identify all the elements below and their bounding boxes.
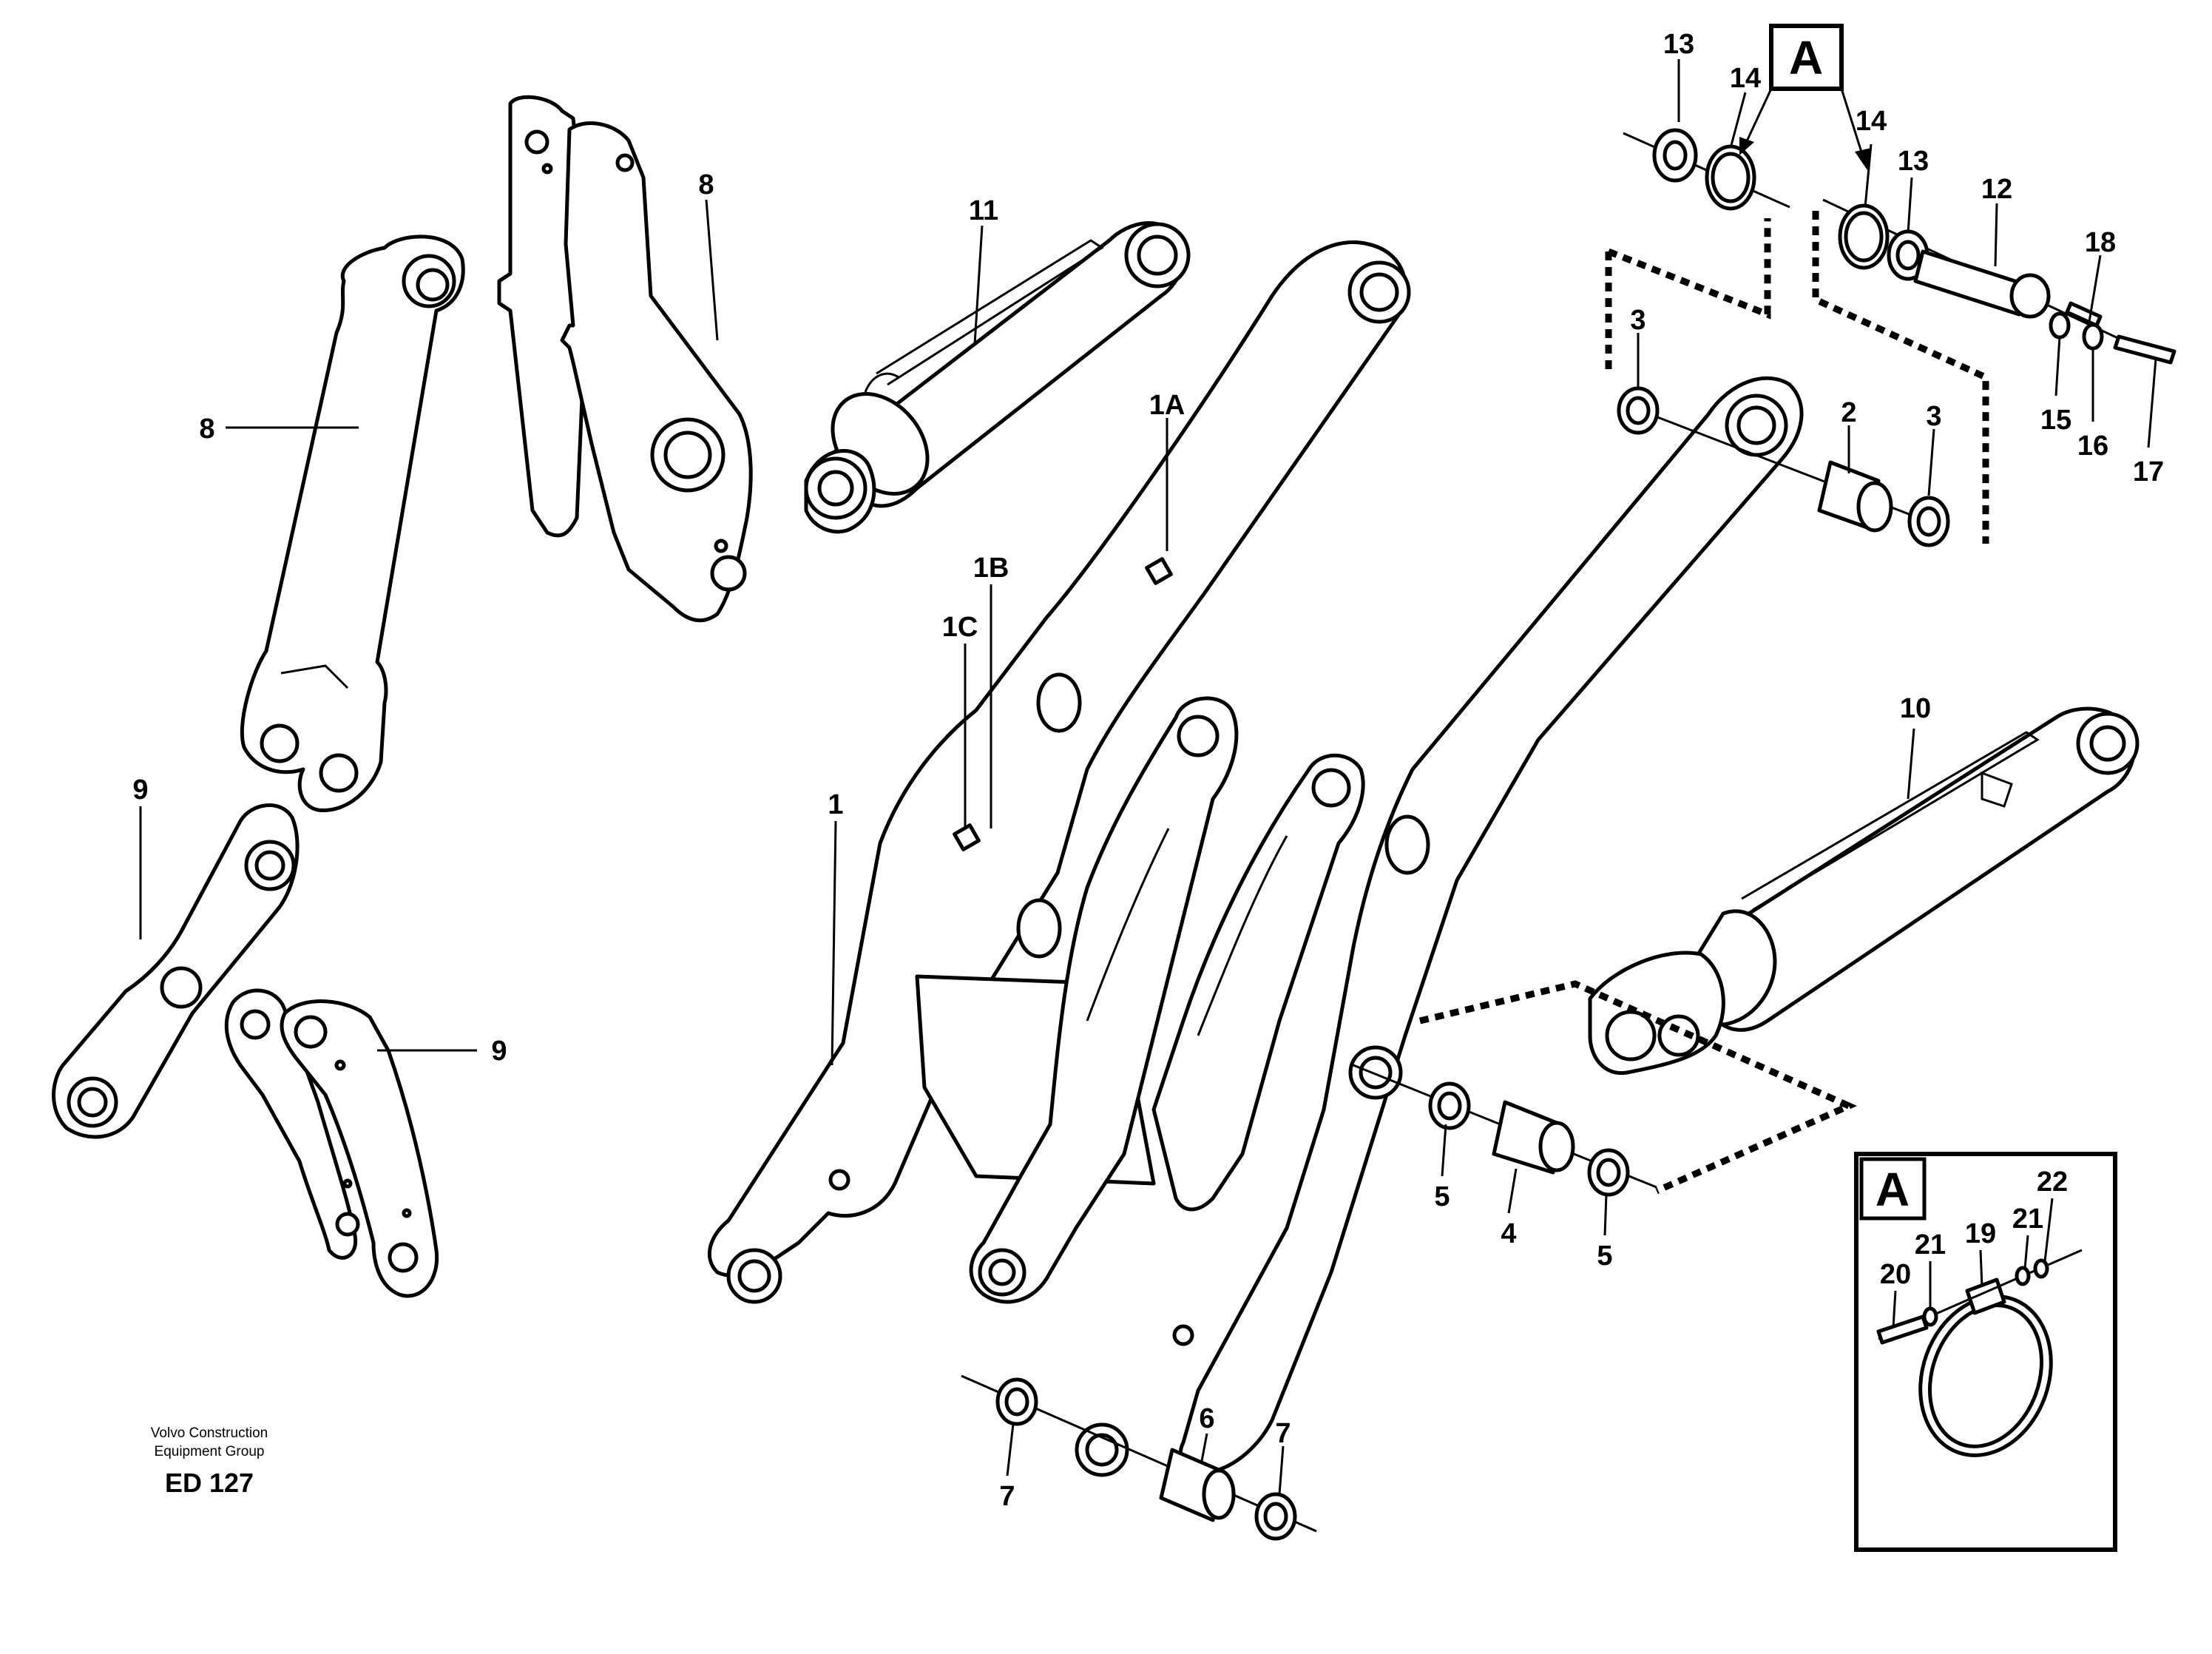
inset-a-letter: A <box>1876 1163 1910 1216</box>
callout-numbers: 1 1A 1B 1C 2 3 3 4 5 5 6 7 7 8 8 9 9 10 … <box>132 29 2164 1512</box>
leader-lines <box>139 59 2157 1495</box>
label-5-right: 5 <box>1597 1240 1612 1272</box>
label-7-left: 7 <box>999 1481 1015 1512</box>
label-5-left: 5 <box>1434 1181 1450 1212</box>
label-6: 6 <box>1199 1403 1214 1434</box>
detail-a-label-box <box>1769 24 1844 91</box>
label-21-right: 21 <box>2012 1204 2043 1235</box>
tilt-link-upper <box>52 803 300 1139</box>
label-3-right: 3 <box>1926 401 1941 432</box>
footer: Volvo Construction Equipment Group ED 12… <box>151 1425 268 1498</box>
tilt-cylinder <box>804 221 1191 534</box>
company-line-1: Volvo Construction <box>151 1425 268 1441</box>
detail-inset-a: A <box>1854 1152 2117 1552</box>
label-9-right: 9 <box>491 1036 507 1067</box>
label-1: 1 <box>828 789 843 820</box>
link-rod <box>240 234 465 812</box>
label-13-right: 13 <box>1898 146 1929 177</box>
company-line-2: Equipment Group <box>155 1444 265 1459</box>
lift-arm-right <box>1075 376 1804 1477</box>
label-22: 22 <box>2037 1167 2068 1198</box>
label-12: 12 <box>1981 174 2012 205</box>
label-18: 18 <box>2085 227 2116 258</box>
label-11: 11 <box>969 195 998 226</box>
label-14-right: 14 <box>1856 106 1887 137</box>
label-8-top: 8 <box>698 169 714 200</box>
tilt-link-lower-pair <box>224 988 439 1298</box>
label-4: 4 <box>1501 1218 1516 1249</box>
label-2: 2 <box>1841 397 1856 428</box>
label-20: 20 <box>1880 1259 1911 1290</box>
label-13-left: 13 <box>1663 29 1694 60</box>
upper-pin-assembly <box>1605 211 1989 547</box>
lower-pin-assembly <box>1353 980 1858 1197</box>
label-21-left: 21 <box>1915 1229 1946 1260</box>
label-16: 16 <box>2077 431 2108 462</box>
bell-crank-plates <box>497 95 753 623</box>
label-17: 17 <box>2133 456 2164 487</box>
label-1C: 1C <box>942 612 978 643</box>
drawing-code: ED 127 <box>165 1468 254 1498</box>
label-7-right: 7 <box>1275 1418 1291 1449</box>
lift-cylinder <box>1588 706 2140 1076</box>
detail-a-label: A <box>1789 31 1823 84</box>
label-9-left: 9 <box>132 774 148 806</box>
label-3-left: 3 <box>1630 305 1646 336</box>
label-10: 10 <box>1900 693 1931 724</box>
bottom-pin-assembly <box>961 1374 1317 1541</box>
label-1A: 1A <box>1149 390 1186 421</box>
label-15: 15 <box>2040 405 2071 436</box>
label-19: 19 <box>1965 1218 1996 1249</box>
label-14-left: 14 <box>1730 63 1761 94</box>
detail-A-pin <box>1623 128 2177 365</box>
label-1B: 1B <box>973 553 1009 584</box>
label-8-left: 8 <box>199 414 214 445</box>
central-lever-plates <box>969 696 1365 1304</box>
